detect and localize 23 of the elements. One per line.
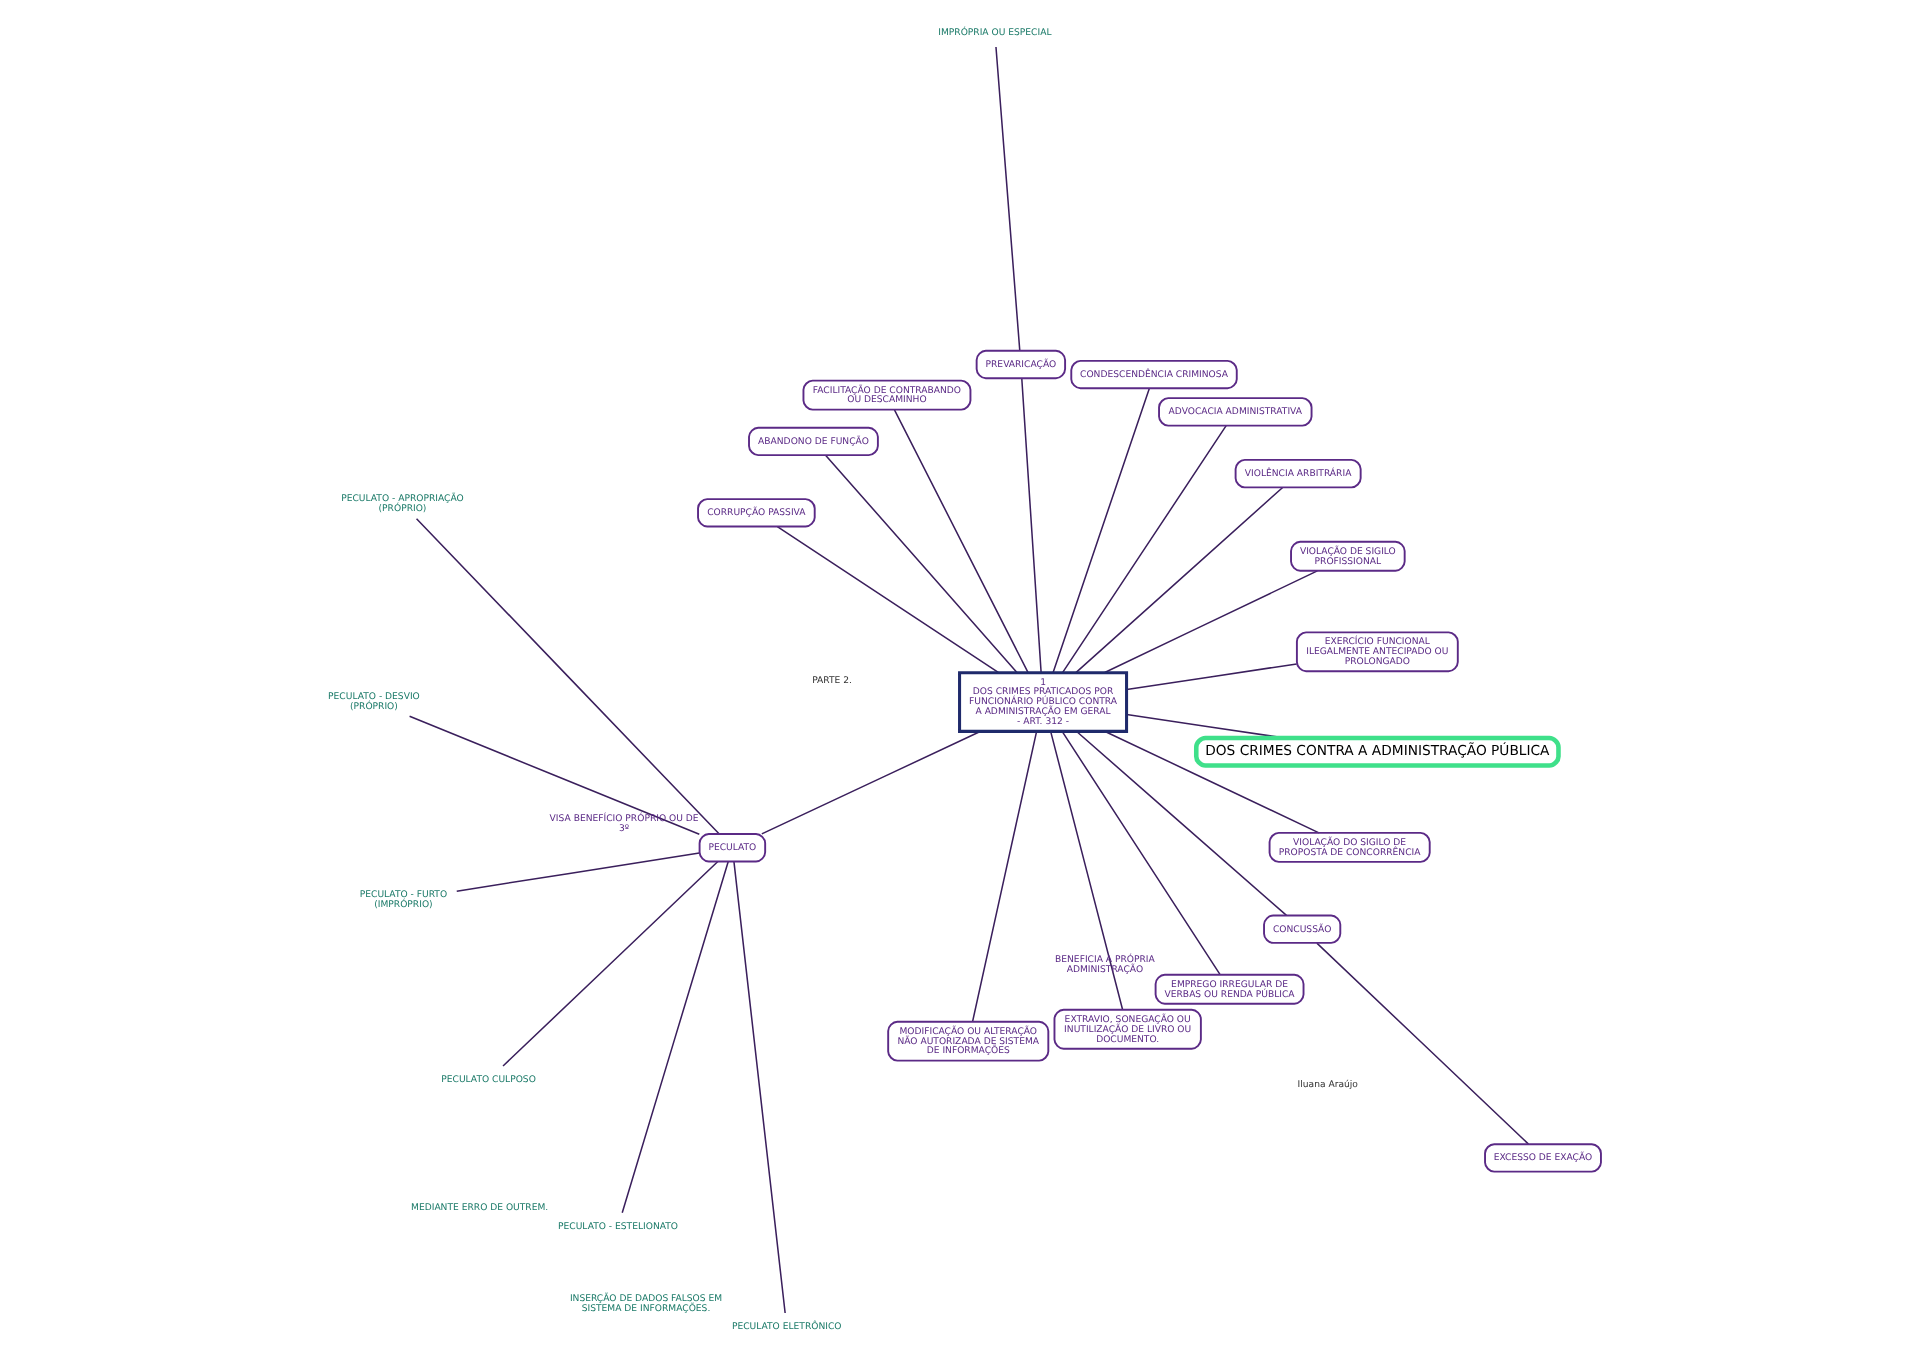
connector [1061,424,1227,674]
connector [408,715,701,836]
connector [893,409,1029,674]
connector [502,860,719,1067]
connector [776,525,1000,674]
connector [1316,942,1530,1145]
connector [1021,377,1042,674]
connector [455,852,701,892]
connector [733,860,786,1314]
connector [621,860,729,1214]
connector [415,517,720,835]
connector [1075,730,1288,917]
connector [1061,730,1221,976]
connector [825,454,1018,674]
connector [971,730,1038,1023]
connector [995,46,1021,352]
connector [761,730,981,835]
connector [1075,486,1284,674]
connector [1049,730,1124,1011]
connector [1126,663,1298,691]
connector [1052,387,1151,674]
connector [1103,570,1319,674]
connector [1104,730,1320,834]
